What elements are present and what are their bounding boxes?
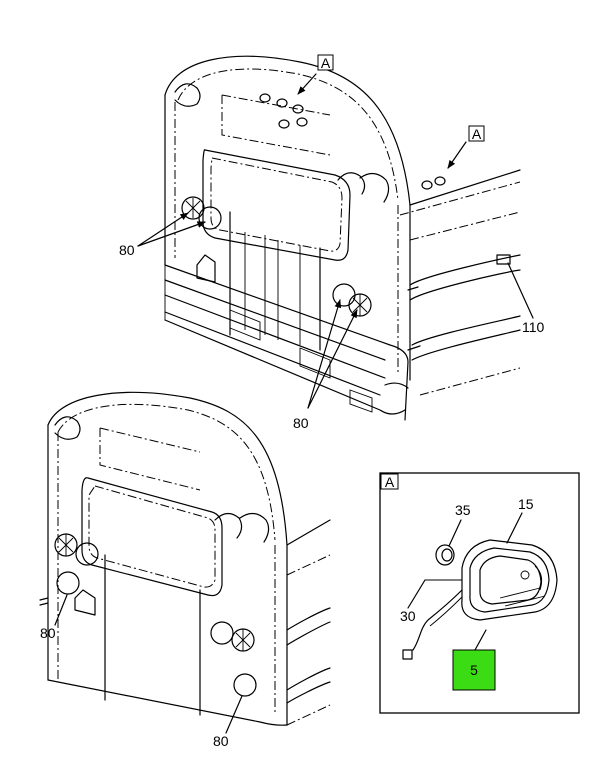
callout-80: 80 (119, 242, 135, 258)
detail-view-tag: A (385, 474, 395, 490)
leader-lines (54, 73, 534, 734)
callout-30: 30 (400, 608, 416, 624)
callout-80: 80 (213, 733, 229, 749)
callout-5: 5 (470, 662, 478, 678)
part-5-highlight (452, 649, 496, 691)
callout-110: 110 (522, 319, 545, 335)
callout-15: 15 (518, 496, 534, 512)
callout-35: 35 (455, 502, 471, 518)
lower-bus-rear-view (39, 391, 331, 726)
callout-80: 80 (40, 625, 56, 641)
callout-80: 80 (293, 415, 309, 431)
detail-view-a (379, 472, 580, 714)
upper-bus-rear-view (164, 55, 521, 421)
view-ref-a-label: A (321, 55, 331, 71)
view-ref-a-label: A (472, 126, 482, 142)
callout-labels: A A A 80 80 110 80 80 35 15 30 5 (40, 54, 545, 749)
